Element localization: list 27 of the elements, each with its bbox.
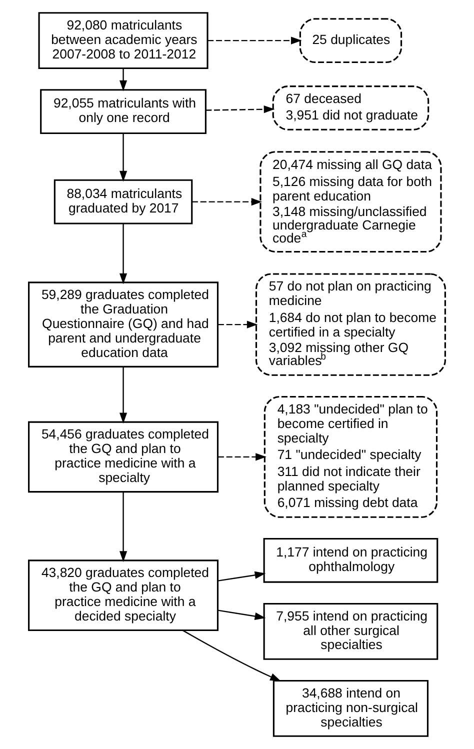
node-box: 54,456 graduates completed the GQ and plan to practice medicine with a specialty: [28, 421, 219, 493]
node-box: 43,820 graduates completed the GQ and plan to practice medicine with a decided specialty: [28, 560, 219, 631]
node-box: 59,289 graduates completed the Graduation Questionnaire (GQ) and had parent and undergraduate education data: [28, 282, 219, 368]
arrow: [119, 366, 128, 424]
arrow: [218, 610, 266, 620]
node-box: 4,183 "undecided" plan to become certified in specialty 71 "undecided" specialty 311 did not indicate their planned specialty 6,071 missing debt data: [264, 396, 438, 518]
arrow: [206, 106, 275, 114]
arrow: [192, 198, 262, 206]
arrow: [218, 320, 258, 328]
node-box: 20,474 missing all GQ data 5,126 missing data for both parent education 3,148 missing/unclassified undergraduate Carnegie code$^{a}$: [260, 151, 442, 253]
node-box: 92,080 matriculants between academic years 2007-2008 to 2011-2012: [38, 12, 208, 70]
arrow: [119, 224, 128, 284]
arrow: [182, 630, 281, 682]
node-box: 88,034 matriculants graduated by 2017: [54, 179, 193, 224]
node-box: 7,955 intend on practicing all other surgical specialties: [263, 602, 438, 660]
node-box: 67 deceased 3,951 did not graduate: [272, 86, 430, 130]
arrow: [208, 36, 302, 44]
arrow: [119, 492, 128, 562]
arrow: [119, 133, 128, 182]
arrow: [119, 68, 128, 92]
arrow: [218, 571, 266, 582]
arrow: [218, 453, 266, 461]
node-box: 57 do not plan on practicing medicine 1,684 do not plan to become certified in a specialty 3,092 missing other GQ variables$^{b}$: [255, 273, 446, 376]
node-box: 1,177 intend on practicing ophthalmology: [263, 538, 438, 583]
node-box: 92,055 matriculants with only one record: [40, 89, 206, 134]
node-box: 25 duplicates: [299, 18, 402, 63]
node-box: 34,688 intend on practicing non-surgical specialties: [272, 680, 429, 737]
